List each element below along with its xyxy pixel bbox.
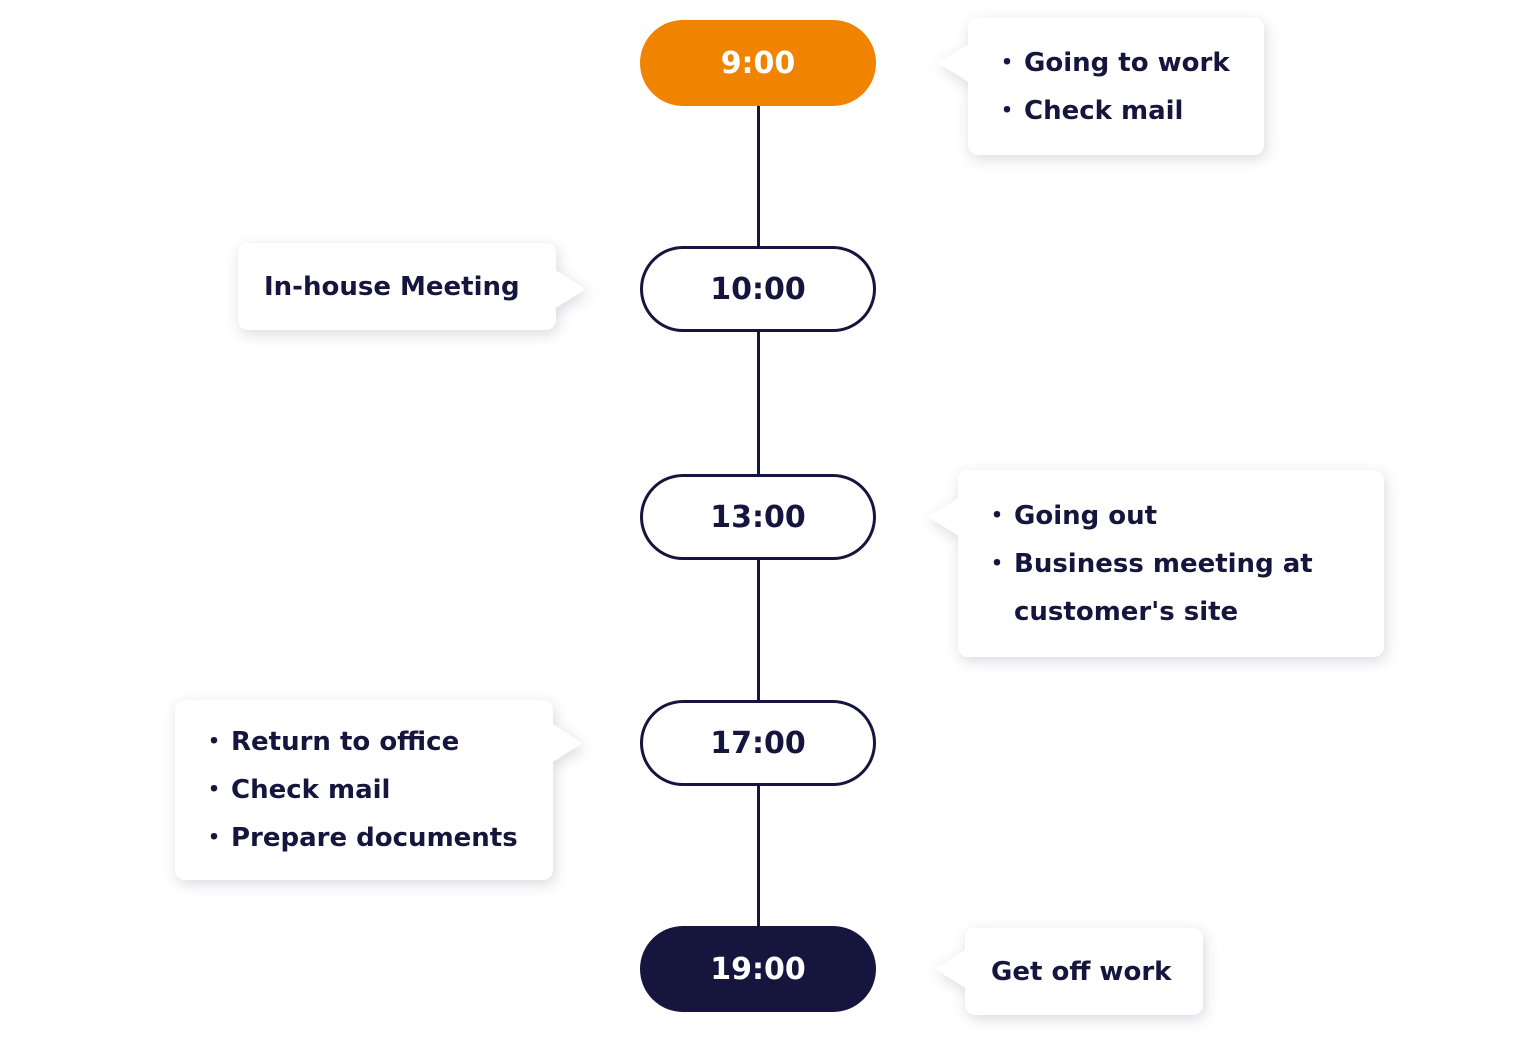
time-pill-0900: 9:00: [640, 20, 876, 106]
time-pill-1900: 19:00: [640, 926, 876, 1012]
callout-1900: Get off work: [935, 928, 1203, 1015]
time-pill-1000: 10:00: [640, 246, 876, 332]
bullet-glyph: ・: [984, 548, 1011, 579]
item-text: Prepare documents: [231, 823, 518, 853]
time-label: 9:00: [720, 45, 796, 81]
time-label: 10:00: [710, 271, 806, 307]
item-text: Going to work: [1024, 47, 1230, 78]
time-pill-1700: 17:00: [640, 700, 876, 786]
callout-item: ・ Check mail: [201, 766, 527, 814]
callout-item: ・ Prepare documents: [201, 814, 527, 862]
item-text: Get off work: [991, 956, 1172, 987]
callout-tail: [551, 723, 583, 763]
callout-tail: [935, 949, 967, 989]
time-label: 19:00: [710, 951, 806, 987]
callout-0900: ・ Going to work ・ Check mail: [938, 18, 1264, 155]
time-label: 17:00: [710, 725, 806, 761]
callout-body: Get off work: [965, 928, 1203, 1015]
callout-1300: ・ Going out ・ Business meeting at custom…: [928, 470, 1384, 657]
time-pill-1300: 13:00: [640, 474, 876, 560]
callout-item: ・ Going to work: [994, 39, 1238, 87]
item-text: Return to office: [231, 727, 460, 757]
bullet-glyph: ・: [994, 47, 1021, 78]
callout-items: ・ Going to work ・ Check mail: [994, 39, 1238, 135]
callout-body: ・ Going to work ・ Check mail: [968, 18, 1264, 155]
item-text: Going out: [1014, 500, 1158, 531]
callout-item: ・ Check mail: [994, 87, 1238, 135]
item-text: In-house Meeting: [264, 271, 520, 302]
item-text: Business meeting at customer's site: [1014, 548, 1313, 627]
bullet-glyph: ・: [201, 823, 228, 853]
bullet-glyph: ・: [201, 727, 228, 757]
callout-items: In-house Meeting: [264, 263, 530, 311]
bullet-glyph: ・: [994, 95, 1021, 126]
bullet-glyph: ・: [201, 775, 228, 805]
callout-body: ・ Return to office ・ Check mail ・ Prepar…: [175, 700, 553, 880]
bullet-glyph: ・: [984, 500, 1011, 531]
callout-item: ・ Business meeting at customer's site: [984, 540, 1358, 636]
callout-items: Get off work: [991, 948, 1177, 996]
callout-body: In-house Meeting: [238, 243, 556, 330]
callout-item: In-house Meeting: [264, 263, 530, 311]
callout-tail: [938, 43, 970, 83]
callout-tail: [554, 269, 586, 309]
callout-item: Get off work: [991, 948, 1177, 996]
callout-1000: In-house Meeting: [238, 243, 586, 330]
callout-tail: [928, 497, 960, 537]
time-label: 13:00: [710, 499, 806, 535]
callout-items: ・ Return to office ・ Check mail ・ Prepar…: [201, 718, 527, 862]
callout-item: ・ Going out: [984, 492, 1358, 540]
callout-items: ・ Going out ・ Business meeting at custom…: [984, 492, 1358, 636]
callout-1700: ・ Return to office ・ Check mail ・ Prepar…: [175, 700, 583, 880]
callout-body: ・ Going out ・ Business meeting at custom…: [958, 470, 1384, 657]
callout-item: ・ Return to office: [201, 718, 527, 766]
item-text: Check mail: [1024, 95, 1184, 126]
item-text: Check mail: [231, 775, 391, 805]
